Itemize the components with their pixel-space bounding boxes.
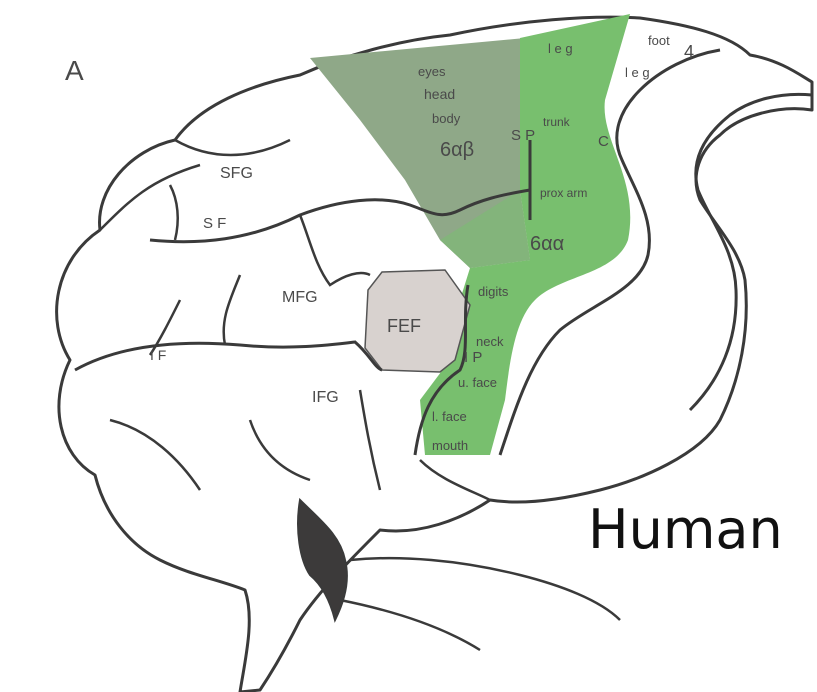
- label-prox-arm: prox arm: [540, 186, 587, 200]
- label-foot: foot: [648, 33, 670, 48]
- label-sf: S F: [203, 215, 226, 232]
- label-u-face: u. face: [458, 375, 497, 390]
- label-eyes: eyes: [418, 64, 446, 79]
- label-body: body: [432, 111, 461, 126]
- label-digits: digits: [478, 284, 509, 299]
- label-ifg: IFG: [312, 389, 339, 406]
- label-sp: S P: [511, 127, 535, 144]
- label-sfg: SFG: [220, 165, 253, 182]
- label-head: head: [424, 86, 455, 102]
- label-mouth: mouth: [432, 438, 468, 453]
- label-if: I F: [150, 347, 166, 363]
- figure-caption: Human: [588, 498, 783, 561]
- label-fef: FEF: [387, 316, 421, 336]
- label-leg-right: l e g: [625, 65, 650, 80]
- label-area-6aa: 6αα: [530, 233, 564, 255]
- label-l-face: l. face: [432, 409, 467, 424]
- label-area-6ab: 6αβ: [440, 139, 474, 161]
- label-ip: I P: [464, 349, 482, 366]
- label-trunk: trunk: [543, 115, 571, 129]
- label-area-4: 4: [684, 42, 694, 62]
- panel-label: A: [65, 55, 84, 86]
- label-neck: neck: [476, 334, 504, 349]
- label-c: C: [598, 133, 609, 150]
- temporal-lobe: [340, 558, 620, 650]
- label-leg-top: l e g: [548, 41, 573, 56]
- label-mfg: MFG: [282, 289, 318, 306]
